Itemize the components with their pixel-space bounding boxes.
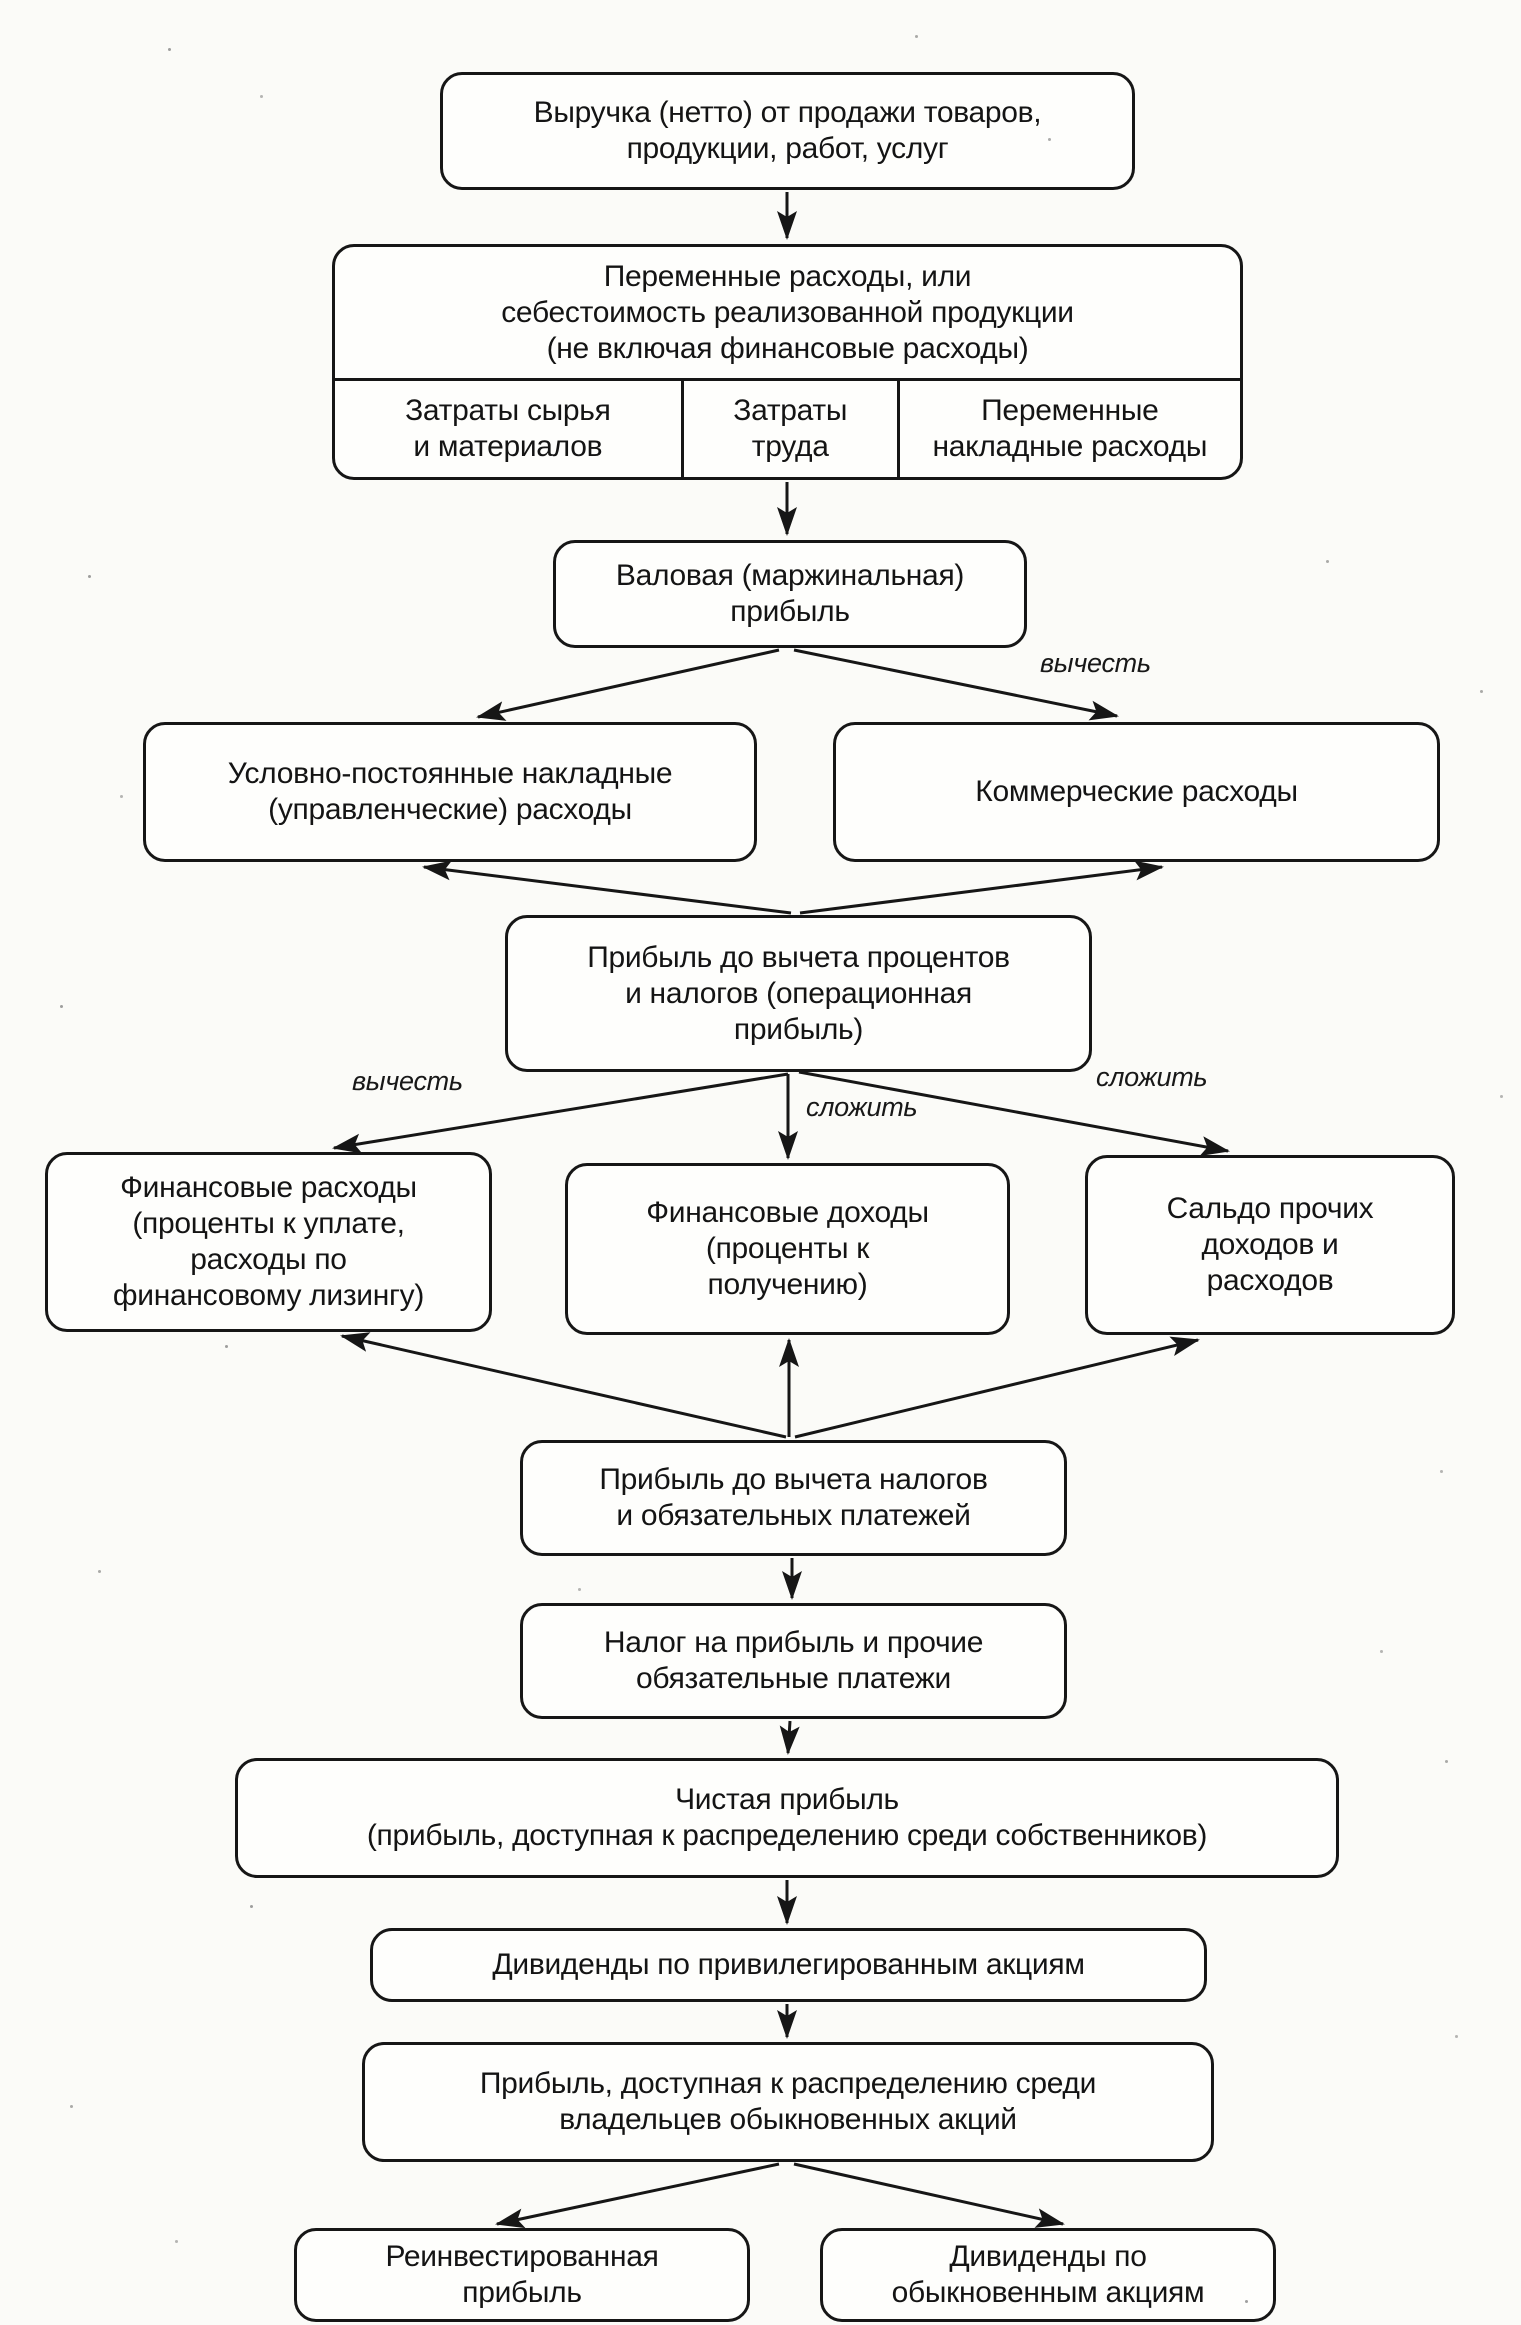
node-operating-profit: Прибыль до вычета процентов и налогов (о… <box>505 915 1092 1072</box>
node-variable-costs: Переменные расходы, или себестоимость ре… <box>332 244 1243 480</box>
node-variable-overhead: Переменные накладные расходы <box>932 394 1208 463</box>
edge-label-subtract-top: вычесть <box>1040 648 1151 678</box>
node-common-dividends: Дивиденды по обыкновенным акциям <box>820 2228 1276 2322</box>
node-reinvested-profit: Реинвестированная прибыль <box>294 2228 750 2322</box>
node-labor-costs: Затраты труда <box>680 381 900 477</box>
edge-label-add-center: сложить <box>806 1092 918 1122</box>
node-financial-expenses: Финансовые расходы (проценты к уплате, р… <box>45 1152 492 1332</box>
arrow-pretax-profit-to-financial-expenses <box>340 1332 787 1439</box>
node-common-shareholders-profit: Прибыль, доступная к распределению среди… <box>362 2042 1214 2162</box>
node-income-tax: Налог на прибыль и прочие обязательные п… <box>520 1603 1067 1719</box>
arrow-common-profit-to-common-dividends <box>793 2162 1065 2228</box>
arrow-gross-profit-to-fixed-overhead <box>476 648 780 721</box>
scan-noise-specks <box>168 48 171 51</box>
arrow-operating-profit-to-fixed-overhead <box>422 860 792 915</box>
arrow-pretax-profit-to-other-balance <box>794 1336 1200 1439</box>
node-gross-profit: Валовая (маржинальная) прибыль <box>553 540 1027 648</box>
variable-costs-breakdown: Затраты сырья и материалов Затраты труда… <box>335 381 1240 477</box>
node-financial-income: Финансовые доходы (проценты к получению) <box>565 1163 1010 1335</box>
node-materials-costs: Затраты сырья и материалов <box>405 394 611 463</box>
node-revenue: Выручка (нетто) от продажи товаров, прод… <box>440 72 1135 190</box>
node-net-profit: Чистая прибыль (прибыль, доступная к рас… <box>235 1758 1339 1878</box>
node-other-income-balance: Сальдо прочих доходов и расходов <box>1085 1155 1455 1335</box>
node-fixed-overhead: Условно-постоянные накладные (управленче… <box>143 722 757 862</box>
arrow-operating-profit-to-commercial-expenses <box>799 860 1164 915</box>
node-preferred-dividends: Дивиденды по привилегированным акциям <box>370 1928 1207 2002</box>
node-commercial-expenses: Коммерческие расходы <box>833 722 1440 862</box>
edge-label-subtract-left: вычесть <box>352 1066 463 1096</box>
node-pretax-profit: Прибыль до вычета налогов и обязательных… <box>520 1440 1067 1556</box>
edge-label-add-right: сложить <box>1096 1062 1208 1092</box>
variable-costs-header: Переменные расходы, или себестоимость ре… <box>335 247 1240 381</box>
arrow-income-tax-to-net-profit <box>779 1720 800 1755</box>
arrow-common-profit-to-reinvested <box>495 2162 780 2229</box>
